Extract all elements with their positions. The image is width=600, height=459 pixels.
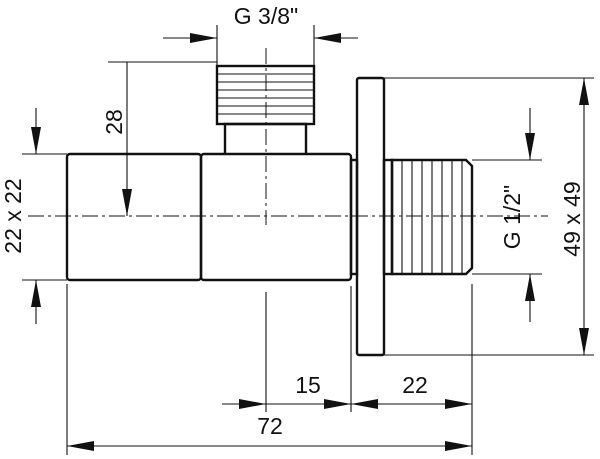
main-body <box>199 152 353 282</box>
dim-side-thread: G 1/2" <box>472 108 542 322</box>
dim-offsets: 15 22 <box>222 284 473 412</box>
dim-outlet-height: 28 <box>101 61 217 216</box>
top-thread-label: G 3/8" <box>234 3 298 29</box>
flange-size-label: 49 x 49 <box>559 181 585 256</box>
side-thread-inlet <box>390 158 474 276</box>
center-lines <box>28 48 548 225</box>
valve-body <box>65 64 474 357</box>
dim-top-thread: G 3/8" <box>163 3 358 66</box>
dim-flange-size: 49 x 49 <box>384 77 594 356</box>
cap-size-label: 22 x 22 <box>0 178 26 253</box>
thread-length-label: 22 <box>402 372 428 398</box>
dim-overall-length: 72 <box>66 284 473 455</box>
overall-length-label: 72 <box>257 413 283 439</box>
side-thread-label: G 1/2" <box>499 185 525 249</box>
offset-15-label: 15 <box>295 372 321 398</box>
top-thread-outlet <box>215 64 316 126</box>
dim-cap-size: 22 x 22 <box>0 108 67 324</box>
square-end-cap <box>65 152 203 282</box>
outlet-height-label: 28 <box>101 109 127 135</box>
